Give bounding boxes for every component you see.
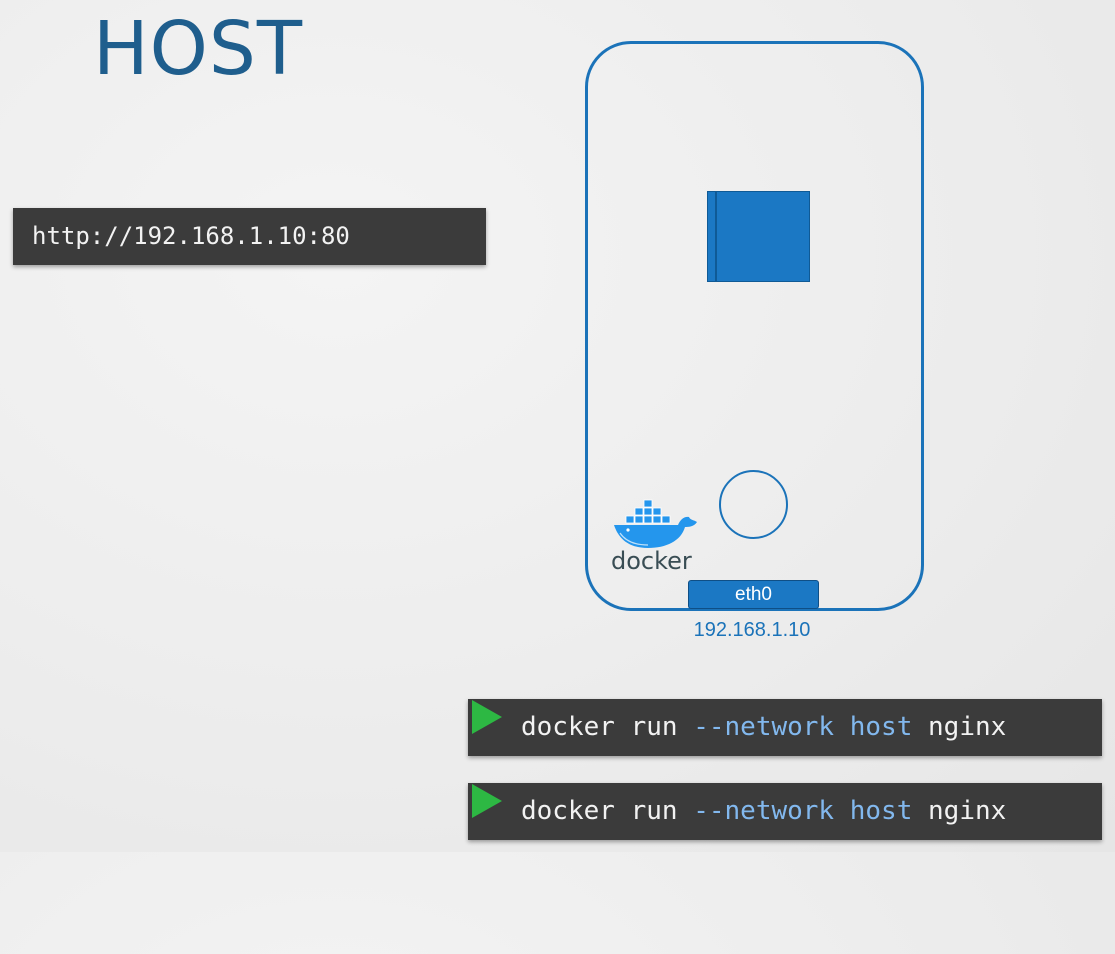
cmd-image: nginx (928, 712, 1007, 742)
command-text: docker run --network host nginx (521, 699, 1006, 756)
container-box (707, 191, 810, 282)
command-text: docker run --network host nginx (521, 783, 1006, 840)
cmd-sub: run (630, 712, 678, 742)
url-box: http://192.168.1.10:80 (13, 208, 486, 265)
command-box-1: docker run --network host nginx (468, 699, 1102, 756)
interface-label: eth0 (735, 584, 772, 605)
play-icon (472, 700, 502, 734)
cmd-flag: --network (693, 712, 835, 742)
cmd-value: host (849, 712, 913, 742)
cmd-word: docker (521, 712, 615, 742)
cmd-word: docker (521, 796, 615, 826)
docker-whale-icon (614, 499, 697, 548)
docker-logo-text: docker (611, 547, 692, 575)
cmd-flag: --network (693, 796, 835, 826)
slide-title: HOST (93, 6, 304, 92)
cmd-value: host (849, 796, 913, 826)
eth0-interface: eth0 (688, 580, 819, 609)
cmd-sub: run (630, 796, 678, 826)
play-icon (472, 784, 502, 818)
container-edge (715, 192, 717, 281)
url-text: http://192.168.1.10:80 (32, 222, 350, 250)
host-box (585, 41, 924, 611)
cmd-image: nginx (928, 796, 1007, 826)
host-ip-label: 192.168.1.10 (693, 619, 811, 641)
command-box-2: docker run --network host nginx (468, 783, 1102, 840)
network-namespace-circle (719, 470, 788, 539)
